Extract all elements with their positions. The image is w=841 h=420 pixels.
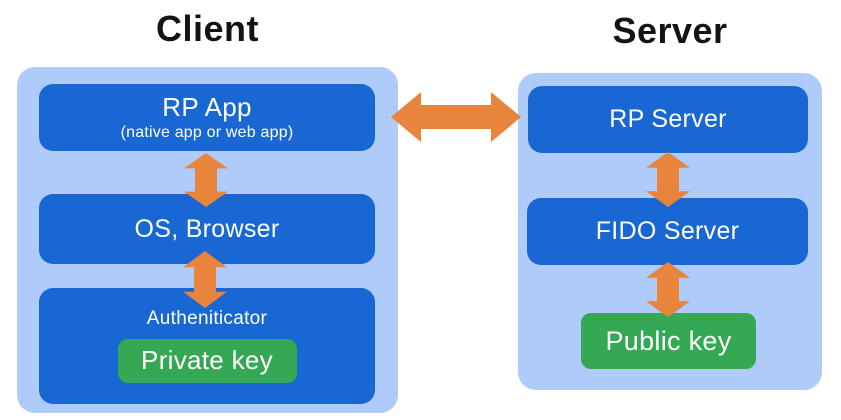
rpapp-osbrowser-double-arrow-icon (184, 153, 228, 207)
private-key-box: Private key (117, 338, 297, 383)
public-key-label: Public key (605, 325, 732, 356)
server-container: RP Server FIDO Server Public key (518, 73, 822, 390)
rp-app-label: RP App (162, 91, 252, 122)
client-server-double-arrow-icon (391, 92, 521, 142)
public-key-box: Public key (581, 313, 756, 369)
fidoserver-publickey-double-arrow-icon (646, 262, 690, 317)
authenticator-label: Autheniticator (146, 308, 268, 329)
rp-app-sublabel: (native app or web app) (120, 123, 294, 141)
rp-server-label: RP Server (609, 105, 727, 134)
fido-server-box: FIDO Server (527, 198, 808, 265)
os-browser-label: OS, Browser (134, 214, 280, 243)
rp-app-box: RP App (native app or web app) (39, 84, 375, 151)
authenticator-box: Autheniticator Private key (39, 288, 375, 404)
osbrowser-authenticator-double-arrow-icon (183, 251, 227, 308)
rp-server-box: RP Server (528, 86, 808, 153)
client-container: RP App (native app or web app) OS, Brows… (17, 67, 398, 413)
server-title: Server (612, 10, 728, 51)
private-key-label: Private key (141, 345, 273, 376)
fido-server-label: FIDO Server (595, 217, 740, 246)
rpserver-fidoserver-double-arrow-icon (646, 152, 690, 207)
client-title: Client (155, 8, 259, 49)
